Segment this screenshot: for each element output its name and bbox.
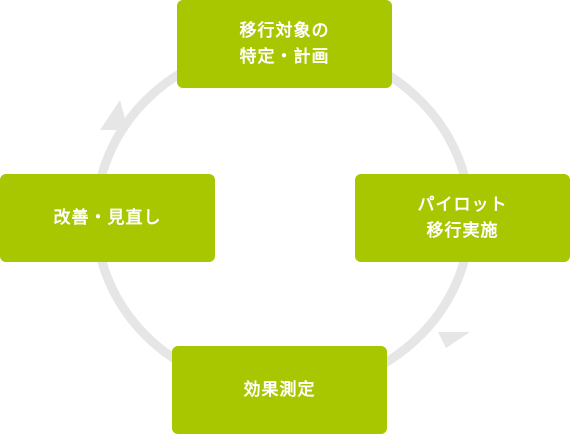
step-improve: 改善・見直し xyxy=(0,174,215,262)
cycle-arrow-up xyxy=(100,100,128,130)
step-improve-line-1: 改善・見直し xyxy=(53,208,162,228)
cycle-arrow-down xyxy=(438,332,470,348)
step-pilot-line-1: パイロット xyxy=(417,195,508,215)
step-plan-label: 移行対象の 特定・計画 xyxy=(240,18,330,70)
step-improve-label: 改善・見直し xyxy=(54,205,162,231)
step-measure-line-1: 効果測定 xyxy=(243,380,316,400)
step-pilot-label: パイロット 移行実施 xyxy=(418,192,508,244)
step-plan-line-2: 特定・計画 xyxy=(239,47,330,67)
step-plan: 移行対象の 特定・計画 xyxy=(177,0,392,88)
step-pilot-line-2: 移行実施 xyxy=(426,221,499,241)
step-plan-line-1: 移行対象の xyxy=(239,21,330,41)
step-pilot: パイロット 移行実施 xyxy=(355,174,570,262)
step-measure: 効果測定 xyxy=(172,346,387,434)
step-measure-label: 効果測定 xyxy=(244,377,316,403)
